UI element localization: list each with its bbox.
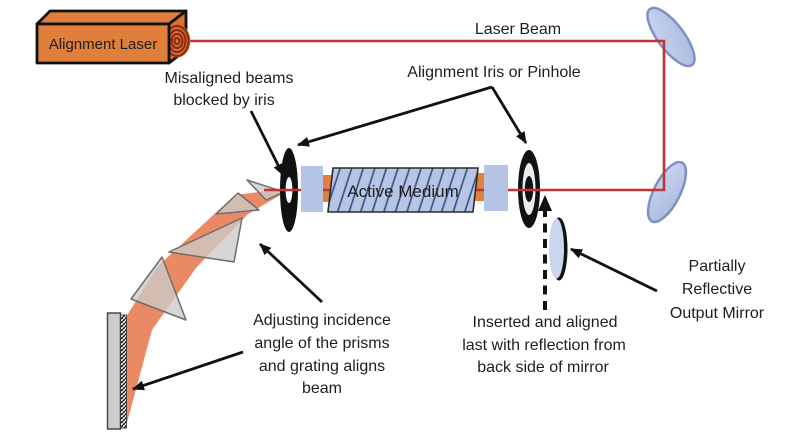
partially-reflective-label-line1: Partially [689,258,746,275]
wide-alignment-beam [114,189,282,430]
laser-box-front-face [35,22,171,65]
arrow-to-prisms [259,242,323,304]
inserted-label-line2: last with reflection from [462,337,626,354]
laser-box-top-face [35,9,188,26]
misaligned-label-line1: Misaligned beams [165,70,294,87]
adjusting-label-line4: beam [302,380,342,397]
alignment-laser-label: Alignment Laser [49,36,157,53]
alignment-iris-label: Alignment Iris or Pinhole [407,64,581,81]
partially-reflective-label-line2: Reflective [682,281,752,298]
prism-icon [130,256,187,321]
arrow-to-grating [132,350,244,391]
laser-beam-label: Laser Beam [475,21,561,38]
active-medium-body [327,167,479,213]
mount-block-left [301,166,323,212]
active-medium-label: Active Medium [347,182,458,201]
dashed-insert-arrow [538,195,552,310]
inserted-label-line1: Inserted and aligned [473,314,618,331]
arrow-label-to-right-iris [490,86,528,144]
arrow-label-to-left-iris [297,85,493,147]
steering-mirror-top [646,6,696,68]
prism-icon [215,192,260,215]
annotation-arrows [132,85,658,391]
arrow-to-output-mirror [570,247,658,293]
inserted-label-line3: back side of mirror [477,359,609,376]
partially-reflective-label-line3: Output Mirror [670,305,765,322]
output-mirror [549,217,568,281]
arrow-misaligned-to-iris [249,110,285,176]
mount-block-right [484,165,508,211]
prism-icon [168,217,243,263]
alignment-laser-box: Alignment Laser [35,9,191,65]
steering-mirror-bottom [646,160,688,224]
diffraction-grating [106,312,127,430]
adjusting-label-line2: angle of the prisms [254,335,389,352]
adjusting-label-line3: and grating aligns [259,358,385,375]
misaligned-label-line2: blocked by iris [173,92,274,109]
adjusting-label-line1: Adjusting incidence [253,312,391,329]
